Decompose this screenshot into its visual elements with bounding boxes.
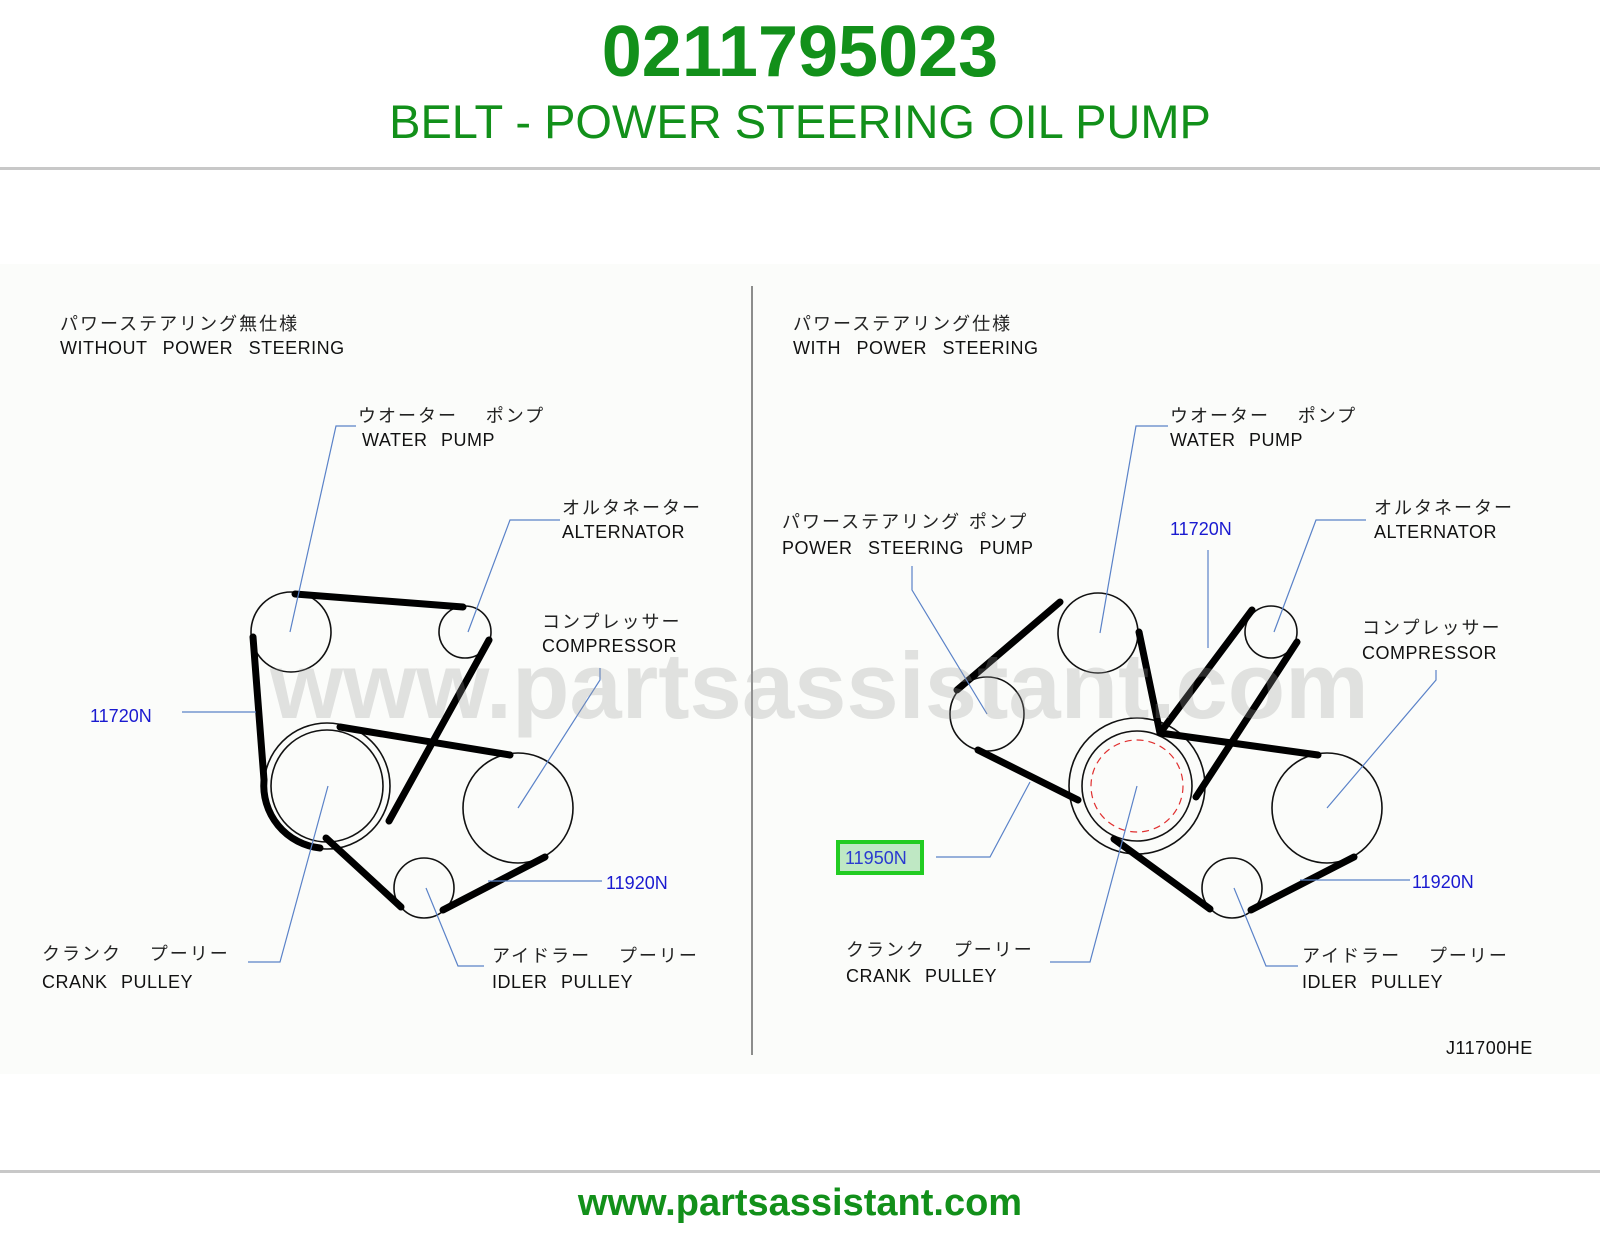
left-alternator-jp: オルタネーター [562, 498, 702, 519]
left-crank-en: CRANK PULLEY [42, 972, 193, 992]
left-leader-idler [425, 887, 484, 967]
right-alternator-pulley[interactable] [1244, 605, 1298, 659]
right-leader-compressor [1326, 670, 1437, 809]
right-code-11720n[interactable]: 11720N [1170, 519, 1232, 539]
footer-divider [0, 1170, 1600, 1173]
right-leader-crank [1050, 785, 1138, 963]
left-water-pump-en: WATER PUMP [362, 430, 495, 450]
left-compressor-jp: コンプレッサー [542, 612, 681, 633]
right-idler-pulley[interactable] [1201, 857, 1263, 919]
left-code-11720n[interactable]: 11720N [90, 706, 152, 726]
left-idler-jp: アイドラー プーリー [492, 946, 699, 967]
left-heading-en: WITHOUT POWER STEERING [60, 338, 345, 358]
right-alternator-jp: オルタネーター [1374, 498, 1514, 519]
right-crank-en: CRANK PULLEY [846, 966, 997, 986]
left-crank-jp: クランク プーリー [42, 944, 230, 965]
figure-id: J11700HE [1446, 1038, 1533, 1058]
left-water-pump-pulley[interactable] [250, 591, 332, 673]
right-panel: パワーステアリング仕様 WITH POWER STEERING [782, 314, 1514, 992]
right-code-11950n-highlight[interactable] [836, 840, 924, 875]
right-belt-11950n[interactable] [953, 598, 1164, 804]
right-ps-pump-en: POWER STEERING PUMP [782, 538, 1034, 558]
right-heading-jp: パワーステアリング仕様 [793, 314, 1012, 335]
right-crank-pulley-hub [1090, 739, 1184, 833]
right-leader-idler [1233, 887, 1298, 967]
right-leader-11950n [936, 781, 1031, 858]
right-ps-pump-jp: パワーステアリング ポンプ [782, 512, 1028, 533]
right-crank-jp: クランク プーリー [846, 940, 1034, 961]
part-title: BELT - POWER STEERING OIL PUMP [389, 95, 1211, 148]
left-alternator-en: ALTERNATOR [562, 522, 685, 542]
left-code-11920n[interactable]: 11920N [606, 873, 668, 893]
right-idler-en: IDLER PULLEY [1302, 972, 1443, 992]
right-compressor-en: COMPRESSOR [1362, 643, 1497, 663]
footer-url[interactable]: www.partsassistant.com [577, 1182, 1023, 1224]
right-compressor-pulley[interactable] [1271, 752, 1383, 864]
diagram-area [0, 264, 1600, 1074]
right-belt-11720n[interactable] [1156, 606, 1301, 801]
left-compressor-pulley[interactable] [462, 752, 574, 864]
page-header: 0211795023 BELT - POWER STEERING OIL PUM… [0, 0, 1600, 170]
left-water-pump-jp: ウオーター ポンプ [358, 406, 545, 427]
left-crank-pulley-inner [270, 729, 384, 843]
left-belt-11920n[interactable] [322, 723, 549, 914]
left-compressor-en: COMPRESSOR [542, 636, 677, 656]
right-water-pump-en: WATER PUMP [1170, 430, 1303, 450]
right-compressor-jp: コンプレッサー [1362, 618, 1501, 639]
left-leader-water-pump [289, 425, 356, 633]
right-heading-en: WITH POWER STEERING [793, 338, 1039, 358]
right-leader-ps-pump [911, 566, 988, 715]
left-leader-crank [248, 785, 329, 963]
left-heading-jp: パワーステアリング無仕様 [60, 314, 299, 335]
left-leader-alternator [467, 519, 560, 633]
left-leader-compressor [517, 668, 601, 809]
right-idler-jp: アイドラー プーリー [1302, 946, 1509, 967]
part-number: 0211795023 [601, 12, 999, 92]
right-code-11950n[interactable]: 11950N [845, 848, 907, 868]
right-code-11920n[interactable]: 11920N [1412, 872, 1474, 892]
right-alternator-en: ALTERNATOR [1374, 522, 1497, 542]
right-water-pump-jp: ウオーター ポンプ [1170, 406, 1357, 427]
header-divider [0, 167, 1600, 170]
right-crank-pulley-inner [1081, 730, 1193, 842]
left-belt-11720n[interactable] [249, 590, 493, 852]
right-belt-11920n[interactable] [1110, 729, 1358, 914]
left-idler-pulley[interactable] [393, 857, 455, 919]
watermark: www.partsassistant.com [269, 633, 1369, 738]
left-idler-en: IDLER PULLEY [492, 972, 633, 992]
right-leader-alternator [1273, 519, 1366, 633]
left-panel: パワーステアリング無仕様 WITHOUT POWER STEERING [42, 314, 702, 992]
right-leader-water-pump [1099, 425, 1168, 634]
